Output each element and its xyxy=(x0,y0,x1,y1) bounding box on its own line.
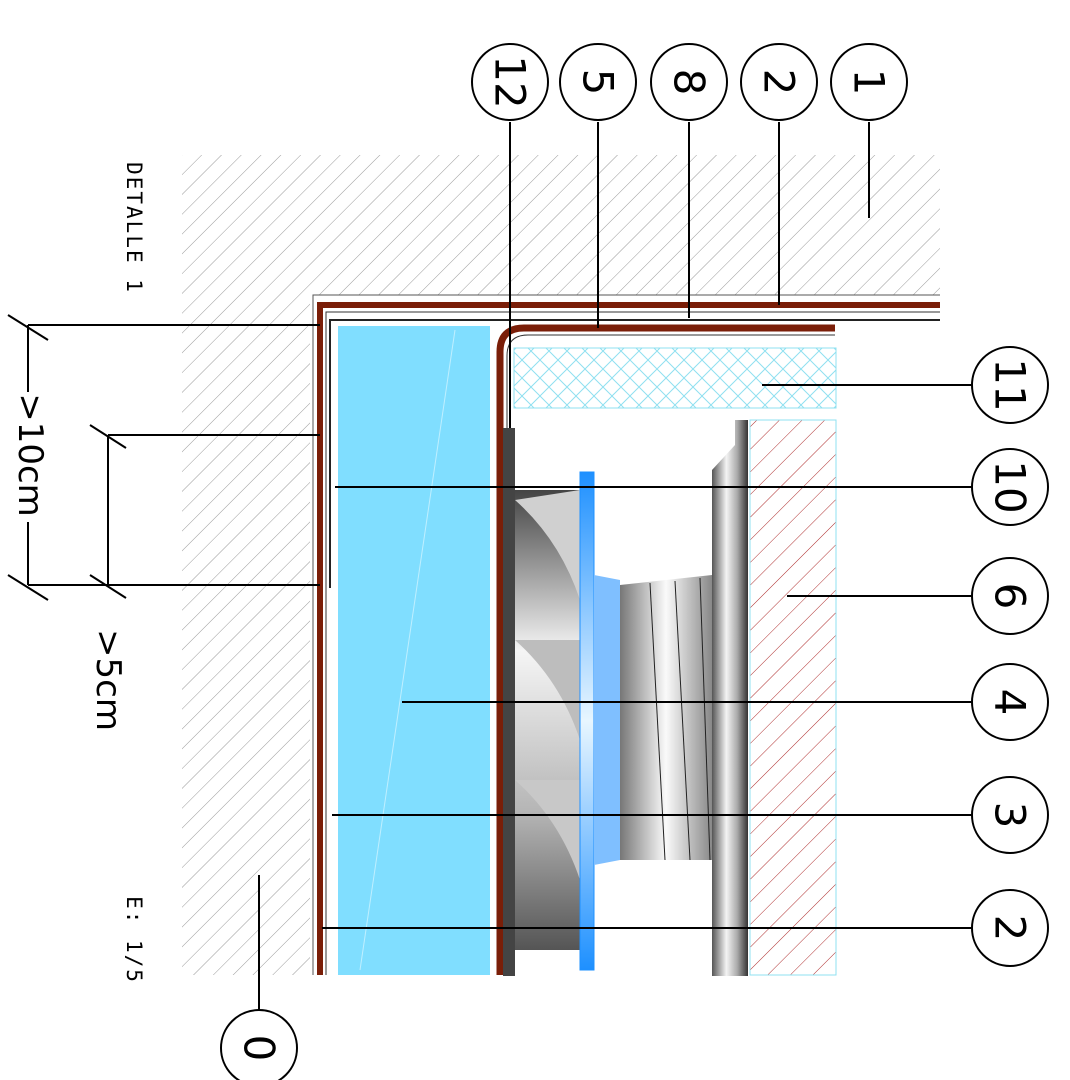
svg-text:2: 2 xyxy=(986,915,1035,942)
svg-text:3: 3 xyxy=(986,802,1035,829)
dimension-label-5cm: >5cm xyxy=(88,629,128,731)
svg-text:12: 12 xyxy=(486,55,535,108)
callout-2-top: 2 xyxy=(740,43,818,121)
scale-label: E: 1/5 xyxy=(122,896,146,984)
callout-3: 3 xyxy=(971,776,1049,854)
svg-text:6: 6 xyxy=(986,583,1035,610)
svg-text:1: 1 xyxy=(845,69,894,96)
dimension-label-10cm: >10cm xyxy=(10,393,50,517)
callout-5: 5 xyxy=(559,43,637,121)
svg-text:11: 11 xyxy=(986,358,1035,411)
callout-1: 1 xyxy=(830,43,908,121)
callout-2-right: 2 xyxy=(971,889,1049,967)
leader-lines xyxy=(258,122,975,1015)
svg-text:8: 8 xyxy=(665,69,714,96)
waterproof-membrane xyxy=(317,302,940,975)
svg-text:10: 10 xyxy=(986,460,1035,513)
blue-board xyxy=(338,326,490,975)
svg-text:2: 2 xyxy=(755,69,804,96)
detail-title: DETALLE 1 xyxy=(122,162,146,294)
callout-6: 6 xyxy=(971,557,1049,635)
callout-11: 11 xyxy=(971,346,1049,424)
membrane-overlap xyxy=(329,319,940,588)
callout-4: 4 xyxy=(971,663,1049,741)
callout-8: 8 xyxy=(650,43,728,121)
callout-0: 0 xyxy=(220,1009,298,1080)
svg-text:4: 4 xyxy=(986,689,1035,716)
svg-text:5: 5 xyxy=(574,69,623,96)
drain-body xyxy=(503,420,748,976)
callout-12: 12 xyxy=(471,43,549,121)
insulation-strip xyxy=(513,347,837,409)
callout-10: 10 xyxy=(971,448,1049,526)
inner-membrane xyxy=(496,324,835,975)
brick-wall xyxy=(749,419,837,976)
slab-edge-line xyxy=(312,294,940,975)
svg-text:0: 0 xyxy=(235,1035,284,1062)
concrete-slab xyxy=(182,155,940,975)
